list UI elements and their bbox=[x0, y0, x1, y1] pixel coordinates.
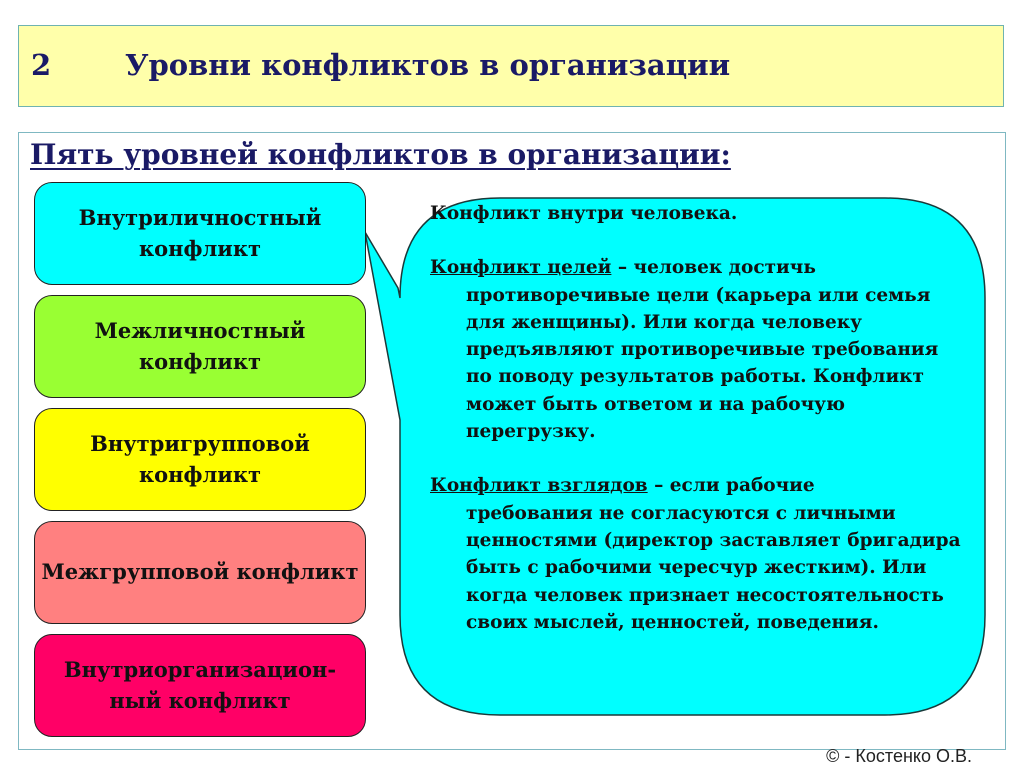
level-label: Межгрупповой конфликт bbox=[41, 559, 359, 585]
level-interpersonal: Межличностный конфликт bbox=[34, 295, 366, 398]
copyright-footer: © - Костенко О.В. bbox=[826, 746, 972, 766]
slide-title-bar: 2 Уровни конфликтов в организации bbox=[18, 25, 1004, 107]
views-conflict-heading: Конфликт взглядов – если рабочие bbox=[430, 472, 970, 499]
callout-intro: Конфликт внутри человека. bbox=[430, 203, 738, 224]
level-label: Внутригрупповой конфликт bbox=[90, 431, 310, 487]
views-conflict-term: Конфликт взглядов bbox=[430, 475, 648, 497]
views-conflict-body: требования не согласуются с личными ценн… bbox=[466, 502, 961, 633]
level-label: Внутриорганизацион-ный конфликт bbox=[63, 657, 337, 713]
level-intragroup: Внутригрупповой конфликт bbox=[34, 408, 366, 511]
level-intrapersonal: Внутриличностный конфликт bbox=[34, 182, 366, 285]
level-label: Внутриличностный конфликт bbox=[78, 205, 322, 261]
goals-conflict-lead: – человек достичь bbox=[611, 257, 816, 279]
level-label: Межличностный конфликт bbox=[94, 318, 306, 374]
level-intraorganizational: Внутриорганизацион-ный конфликт bbox=[34, 634, 366, 737]
callout-description: Конфликт внутри человека. Конфликт целей… bbox=[430, 200, 970, 636]
goals-conflict-heading: Конфликт целей – человек достичь bbox=[430, 254, 970, 281]
slide-number: 2 bbox=[31, 48, 52, 82]
level-intergroup: Межгрупповой конфликт bbox=[34, 521, 366, 624]
goals-conflict-body: противоречивые цели (карьера или семья д… bbox=[466, 284, 939, 443]
slide-title: Уровни конфликтов в организации bbox=[125, 48, 731, 82]
views-conflict-lead: – если рабочие bbox=[647, 475, 815, 497]
goals-conflict-term: Конфликт целей bbox=[430, 257, 612, 279]
subtitle: Пять уровней конфликтов в организации: bbox=[30, 138, 731, 171]
